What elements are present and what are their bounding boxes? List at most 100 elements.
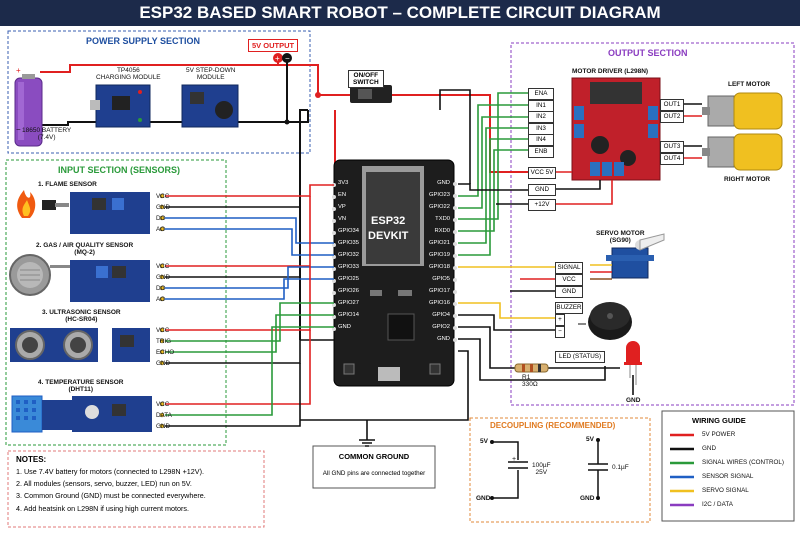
switch-label: ON/OFF SWITCH (348, 70, 384, 88)
power-section-box (7, 30, 311, 154)
l298n-board (571, 77, 661, 181)
sensor-pin-label: AO (156, 226, 166, 233)
svg-text:−: − (285, 54, 290, 63)
output-section-box (510, 42, 795, 406)
esp32-pin-dots (332, 182, 457, 342)
driver-power-pin: GND (528, 184, 556, 196)
driver-out-pin: OUT2 (660, 111, 684, 123)
esp32-left-pin: GPIO26 (338, 288, 359, 294)
esp32-pin-dot (453, 206, 457, 210)
sensor-pin-label: VCC (156, 401, 170, 408)
common-ground-box (312, 445, 436, 489)
esp32-pin-dot (453, 314, 457, 318)
esp32-left-pin: GPIO14 (338, 312, 359, 318)
buzzer-name-label: BUZZER (555, 302, 583, 314)
driver-input-pin: ENB (528, 145, 554, 158)
sensor-wires (165, 184, 334, 427)
esp32-pin-dot (453, 266, 457, 270)
decoupling-box (469, 417, 651, 523)
note-item: 1. Use 7.4V battery for motors (connecte… (16, 467, 204, 476)
driver-out-pin: OUT1 (660, 99, 684, 111)
sensor-pin-label: ECHO (156, 349, 175, 356)
diagram-title: ESP32 BASED SMART ROBOT – COMPLETE CIRCU… (0, 0, 800, 26)
decoupling-gnd-left: GND (476, 495, 491, 502)
esp32-pin-dot (332, 231, 336, 235)
esp32-right-pin: GPIO17 (429, 288, 450, 294)
svg-text:−: − (16, 125, 21, 134)
esp32-pin-dot (332, 219, 336, 223)
esp32-pin-dot (332, 267, 336, 271)
sensor-pin-label: DATA (156, 412, 172, 419)
esp32-left-pin: GPIO33 (338, 264, 359, 270)
stepdown-board (181, 84, 239, 128)
esp32-pin-dot (332, 255, 336, 259)
esp32-right-pin: GPIO18 (429, 264, 450, 270)
esp32-pin-dot (332, 327, 336, 331)
tp4056-board (90, 84, 151, 128)
esp32-right-pin: GND (437, 180, 450, 186)
esp32-right-pin: GPIO22 (429, 204, 450, 210)
esp32-right-pin: GPIO16 (429, 300, 450, 306)
wiring-guide-label: GND (702, 445, 716, 452)
esp32-left-pin: EN (338, 192, 347, 198)
esp32-right-pin: GPIO5 (432, 276, 450, 282)
esp32-left-pin: 3V3 (338, 180, 349, 186)
esp32-pin-dot (332, 303, 336, 307)
esp32-right-pin: GND (437, 336, 450, 342)
decoupling-5v-right: 5V (586, 436, 594, 443)
output-section-title: OUTPUT SECTION (608, 48, 688, 58)
led-gnd-label: GND (626, 397, 641, 404)
battery-label: 18650 BATTERY (7.4V) (22, 127, 72, 142)
esp32-left-pin: GPIO32 (338, 252, 359, 258)
power-section-title: POWER SUPPLY SECTION (86, 36, 201, 46)
led-graphic (624, 341, 642, 385)
driver-power-pin: +12V (528, 199, 556, 211)
common-ground-text: All GND pins are connected together (322, 470, 426, 477)
esp32-pin-dot (453, 218, 457, 222)
sensor-pin-label: DO (156, 285, 166, 292)
output-wires (300, 89, 634, 440)
esp32-pin-dot (453, 338, 457, 342)
left-motor-graphic (702, 92, 783, 130)
note-item: 2. All modules (sensors, servo, buzzer, … (16, 479, 192, 489)
driver-input-pin: IN2 (528, 111, 554, 123)
esp32-right-pin: RXD0 (434, 228, 450, 234)
input-section-box (5, 159, 227, 446)
charger-label: TP4056 CHARGING MODULE (96, 67, 161, 82)
sensor-3-name: 3. ULTRASONIC SENSOR (HC-SR04) (42, 309, 121, 324)
led-label: LED (STATUS) (555, 351, 605, 363)
esp32-right-pin: TXD0 (435, 216, 450, 222)
battery (14, 74, 43, 147)
capacitor-100uf (492, 441, 528, 499)
wiring-guide-label: I2C / DATA (702, 501, 733, 508)
esp32-left-pin: GPIO35 (338, 240, 359, 246)
svg-text:+: + (512, 456, 516, 463)
capacitor-0-1uf (588, 440, 608, 498)
sensor-pin-label: GND (156, 274, 170, 281)
esp32-right-pin: GPIO23 (429, 192, 450, 198)
decoupling-5v-left: 5V (480, 438, 488, 445)
buzzer-plus-pin: + (555, 314, 565, 326)
sensor-4-name: 4. TEMPERATURE SENSOR (DHT11) (38, 379, 124, 394)
wiring-guide-label: SERVO SIGNAL (702, 487, 749, 494)
sensor-pin-label: TRIG (156, 338, 172, 345)
sensor-1-name: 1. FLAME SENSOR (38, 181, 97, 188)
decoupling-title: DECOUPLING (RECOMMENDED) (490, 421, 616, 430)
wiring-guide-swatches (670, 433, 694, 507)
sensor-pin-label: VCC (156, 263, 170, 270)
sensor-pin-label: GND (156, 360, 170, 367)
esp32-right-pin: GPIO21 (429, 240, 450, 246)
driver-power-pin: VCC 5V (528, 167, 556, 179)
input-section-title: INPUT SECTION (SENSORS) (58, 165, 181, 175)
esp32-pin-dot (332, 279, 336, 283)
sensor-pin-label: VCC (156, 327, 170, 334)
esp32-left-pin: GPIO27 (338, 300, 359, 306)
driver-input-pin: IN1 (528, 99, 554, 112)
wiring-guide-box (661, 410, 795, 522)
esp32-pin-dot (453, 194, 457, 198)
decoupling-gnd-right: GND (580, 495, 595, 502)
sensor-pin-label: GND (156, 423, 170, 430)
esp32-pin-dot (453, 302, 457, 306)
right-motor-label: RIGHT MOTOR (724, 176, 771, 183)
esp32-pin-dot (332, 243, 336, 247)
